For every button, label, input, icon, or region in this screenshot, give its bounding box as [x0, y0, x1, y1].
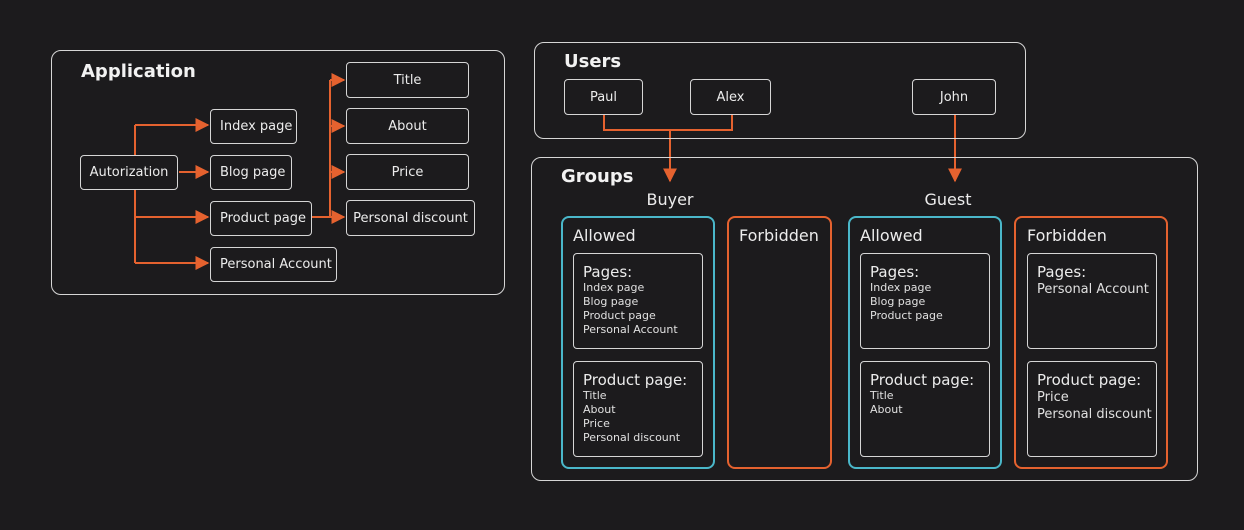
buyer-page-item: Personal Account: [583, 323, 678, 336]
guest-forbidden-page-item: Personal Account: [1037, 282, 1149, 297]
guest-forbidden-pages-title: Pages:: [1037, 263, 1087, 281]
guest-page-item: Product page: [870, 309, 943, 322]
guest-product-title: Product page:: [870, 371, 975, 389]
guest-pages-title: Pages:: [870, 263, 920, 281]
user-john[interactable]: John: [912, 79, 996, 115]
groups-panel: [531, 157, 1198, 481]
guest-forbidden-product-item: Price: [1037, 390, 1069, 405]
guest-forbidden-label: Forbidden: [1027, 226, 1107, 245]
buyer-page-item: Blog page: [583, 295, 639, 308]
buyer-product-item: Title: [583, 389, 607, 402]
buyer-product-title: Product page:: [583, 371, 688, 389]
guest-forbidden-pages-card: Pages: Personal Account: [1027, 253, 1157, 349]
blog-page-node[interactable]: Blog page: [210, 155, 292, 190]
buyer-product-item: Personal discount: [583, 431, 681, 444]
about-node[interactable]: About: [346, 108, 469, 144]
guest-allowed-column: Allowed Pages: Index page Blog page Prod…: [848, 216, 1002, 469]
guest-page-item: Blog page: [870, 295, 926, 308]
user-paul[interactable]: Paul: [564, 79, 643, 115]
autorization-node[interactable]: Autorization: [80, 155, 178, 190]
buyer-pages-title: Pages:: [583, 263, 633, 281]
buyer-forbidden-column: Forbidden: [727, 216, 832, 469]
price-node[interactable]: Price: [346, 154, 469, 190]
guest-product-item: Title: [870, 389, 894, 402]
guest-forbidden-column: Forbidden Pages: Personal Account Produc…: [1014, 216, 1168, 469]
personal-discount-node[interactable]: Personal discount: [346, 200, 475, 236]
guest-product-card: Product page: Title About: [860, 361, 990, 457]
buyer-forbidden-label: Forbidden: [739, 226, 819, 245]
link-paul-alex: [603, 114, 733, 131]
buyer-product-item: Price: [583, 417, 610, 430]
guest-pages-card: Pages: Index page Blog page Product page: [860, 253, 990, 349]
buyer-allowed-label: Allowed: [573, 226, 636, 245]
application-panel: [51, 50, 505, 295]
guest-forbidden-product-item: Personal discount: [1037, 407, 1152, 422]
buyer-page-item: Index page: [583, 281, 645, 294]
guest-allowed-label: Allowed: [860, 226, 923, 245]
product-page-node[interactable]: Product page: [210, 201, 312, 236]
guest-forbidden-product-card: Product page: Price Personal discount: [1027, 361, 1157, 457]
users-title: Users: [564, 51, 622, 72]
title-node[interactable]: Title: [346, 62, 469, 98]
user-alex[interactable]: Alex: [690, 79, 771, 115]
group-buyer-name: Buyer: [646, 190, 694, 209]
group-guest-name: Guest: [924, 190, 972, 209]
personal-account-node[interactable]: Personal Account: [210, 247, 337, 282]
buyer-product-item: About: [583, 403, 616, 416]
guest-page-item: Index page: [870, 281, 932, 294]
buyer-page-item: Product page: [583, 309, 656, 322]
index-page-node[interactable]: Index page: [210, 109, 297, 144]
users-panel: [534, 42, 1026, 139]
buyer-allowed-column: Allowed Pages: Index page Blog page Prod…: [561, 216, 715, 469]
guest-product-item: About: [870, 403, 903, 416]
groups-title: Groups: [561, 166, 634, 187]
application-title: Application: [81, 61, 196, 82]
buyer-pages-card: Pages: Index page Blog page Product page…: [573, 253, 703, 349]
guest-forbidden-product-title: Product page:: [1037, 371, 1142, 389]
buyer-product-card: Product page: Title About Price Personal…: [573, 361, 703, 457]
